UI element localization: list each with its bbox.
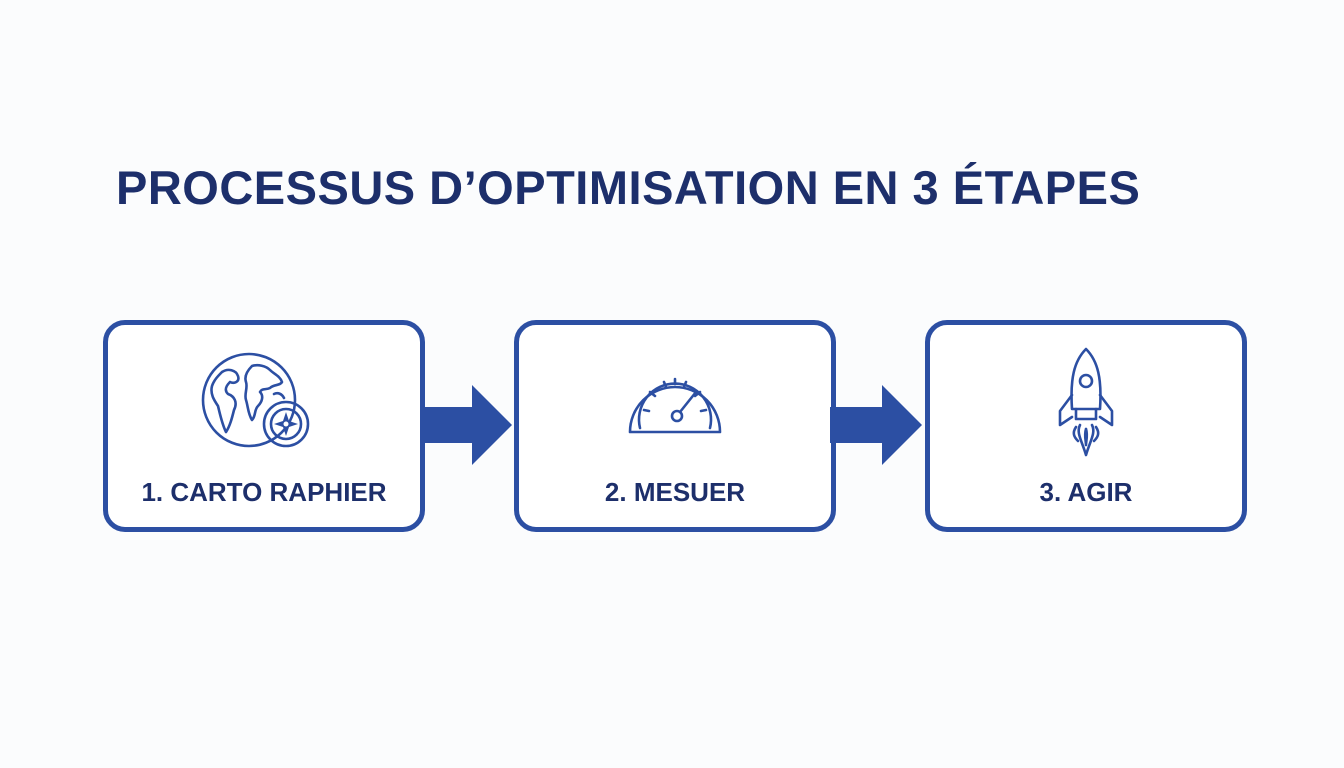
step-label: 3. AGIR bbox=[1039, 477, 1133, 507]
rocket-icon bbox=[930, 345, 1242, 465]
step-label: 2. MESUER bbox=[604, 477, 746, 507]
speedometer-icon bbox=[519, 345, 831, 465]
step-label: 1. CARTO RAPHIER bbox=[141, 477, 387, 507]
globe-compass-icon bbox=[108, 345, 420, 465]
page-title: PROCESSUS D’OPTIMISATION EN 3 ÉTAPES bbox=[116, 161, 1141, 214]
arrow-right-icon bbox=[830, 385, 922, 465]
step-box-agir: 3. AGIR bbox=[925, 320, 1247, 532]
step-box-mesurer: 2. MESUER bbox=[514, 320, 836, 532]
arrow-right-icon bbox=[420, 385, 512, 465]
step-box-cartographier: 1. CARTO RAPHIER bbox=[103, 320, 425, 532]
